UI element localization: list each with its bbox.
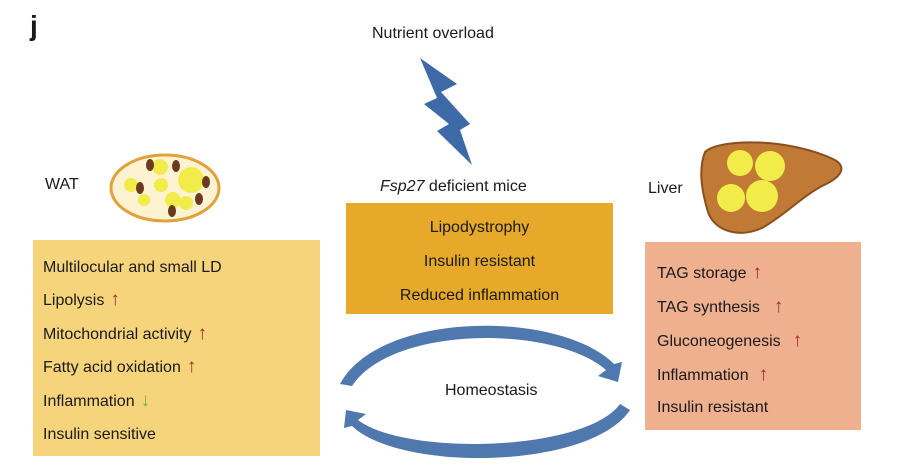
liver-item: Inflammation↑ xyxy=(657,364,769,385)
up-arrow-icon: ↑ xyxy=(773,296,784,317)
homeostasis-cycle-arrows xyxy=(340,325,630,459)
wat-cell-icon xyxy=(109,153,221,223)
liver-icon xyxy=(700,141,843,234)
liver-item: Insulin resistant xyxy=(657,399,769,416)
wat-item: Mitochondrial activity↑ xyxy=(43,323,208,344)
wat-item: Insulin sensitive xyxy=(43,426,156,443)
center-item: Lipodystrophy xyxy=(429,219,530,236)
center-item: Reduced inflammation xyxy=(399,287,560,304)
wat-phenotype-box: Multilocular and small LD Lipolysis↑ Mit… xyxy=(33,240,320,456)
up-arrow-icon: ↑ xyxy=(758,364,769,385)
up-arrow-icon: ↑ xyxy=(792,330,803,351)
homeostasis-label: Homeostasis xyxy=(445,382,538,399)
mice-title: Fsp27 deficient mice xyxy=(380,178,527,196)
liver-label: Liver xyxy=(648,180,683,197)
wat-label: WAT xyxy=(45,176,79,193)
wat-item: Inflammation↓ xyxy=(43,390,151,411)
panel-letter: j xyxy=(30,10,38,41)
center-item: Insulin resistant xyxy=(423,253,536,270)
wat-item: Multilocular and small LD xyxy=(43,259,222,276)
gene-name: Fsp27 xyxy=(380,178,425,195)
up-arrow-icon: ↑ xyxy=(752,262,763,283)
liver-item: Gluconeogenesis↑ xyxy=(657,330,803,351)
up-arrow-icon: ↑ xyxy=(110,289,120,310)
down-arrow-icon: ↓ xyxy=(140,390,151,411)
liver-phenotype-box: TAG storage↑ TAG synthesis↑ Gluconeogene… xyxy=(645,242,861,430)
lightning-bolt-icon xyxy=(420,58,472,165)
fsp27-phenotype-box: Lipodystrophy Insulin resistant Reduced … xyxy=(346,203,613,314)
nutrient-overload-label: Nutrient overload xyxy=(372,25,494,42)
up-arrow-icon: ↑ xyxy=(197,323,208,344)
wat-item: Fatty acid oxidation↑ xyxy=(43,356,197,377)
wat-item: Lipolysis↑ xyxy=(43,289,120,310)
liver-item: TAG synthesis↑ xyxy=(657,296,784,317)
up-arrow-icon: ↑ xyxy=(186,356,197,377)
liver-item: TAG storage↑ xyxy=(657,262,763,283)
mice-title-rest: deficient mice xyxy=(424,178,527,195)
